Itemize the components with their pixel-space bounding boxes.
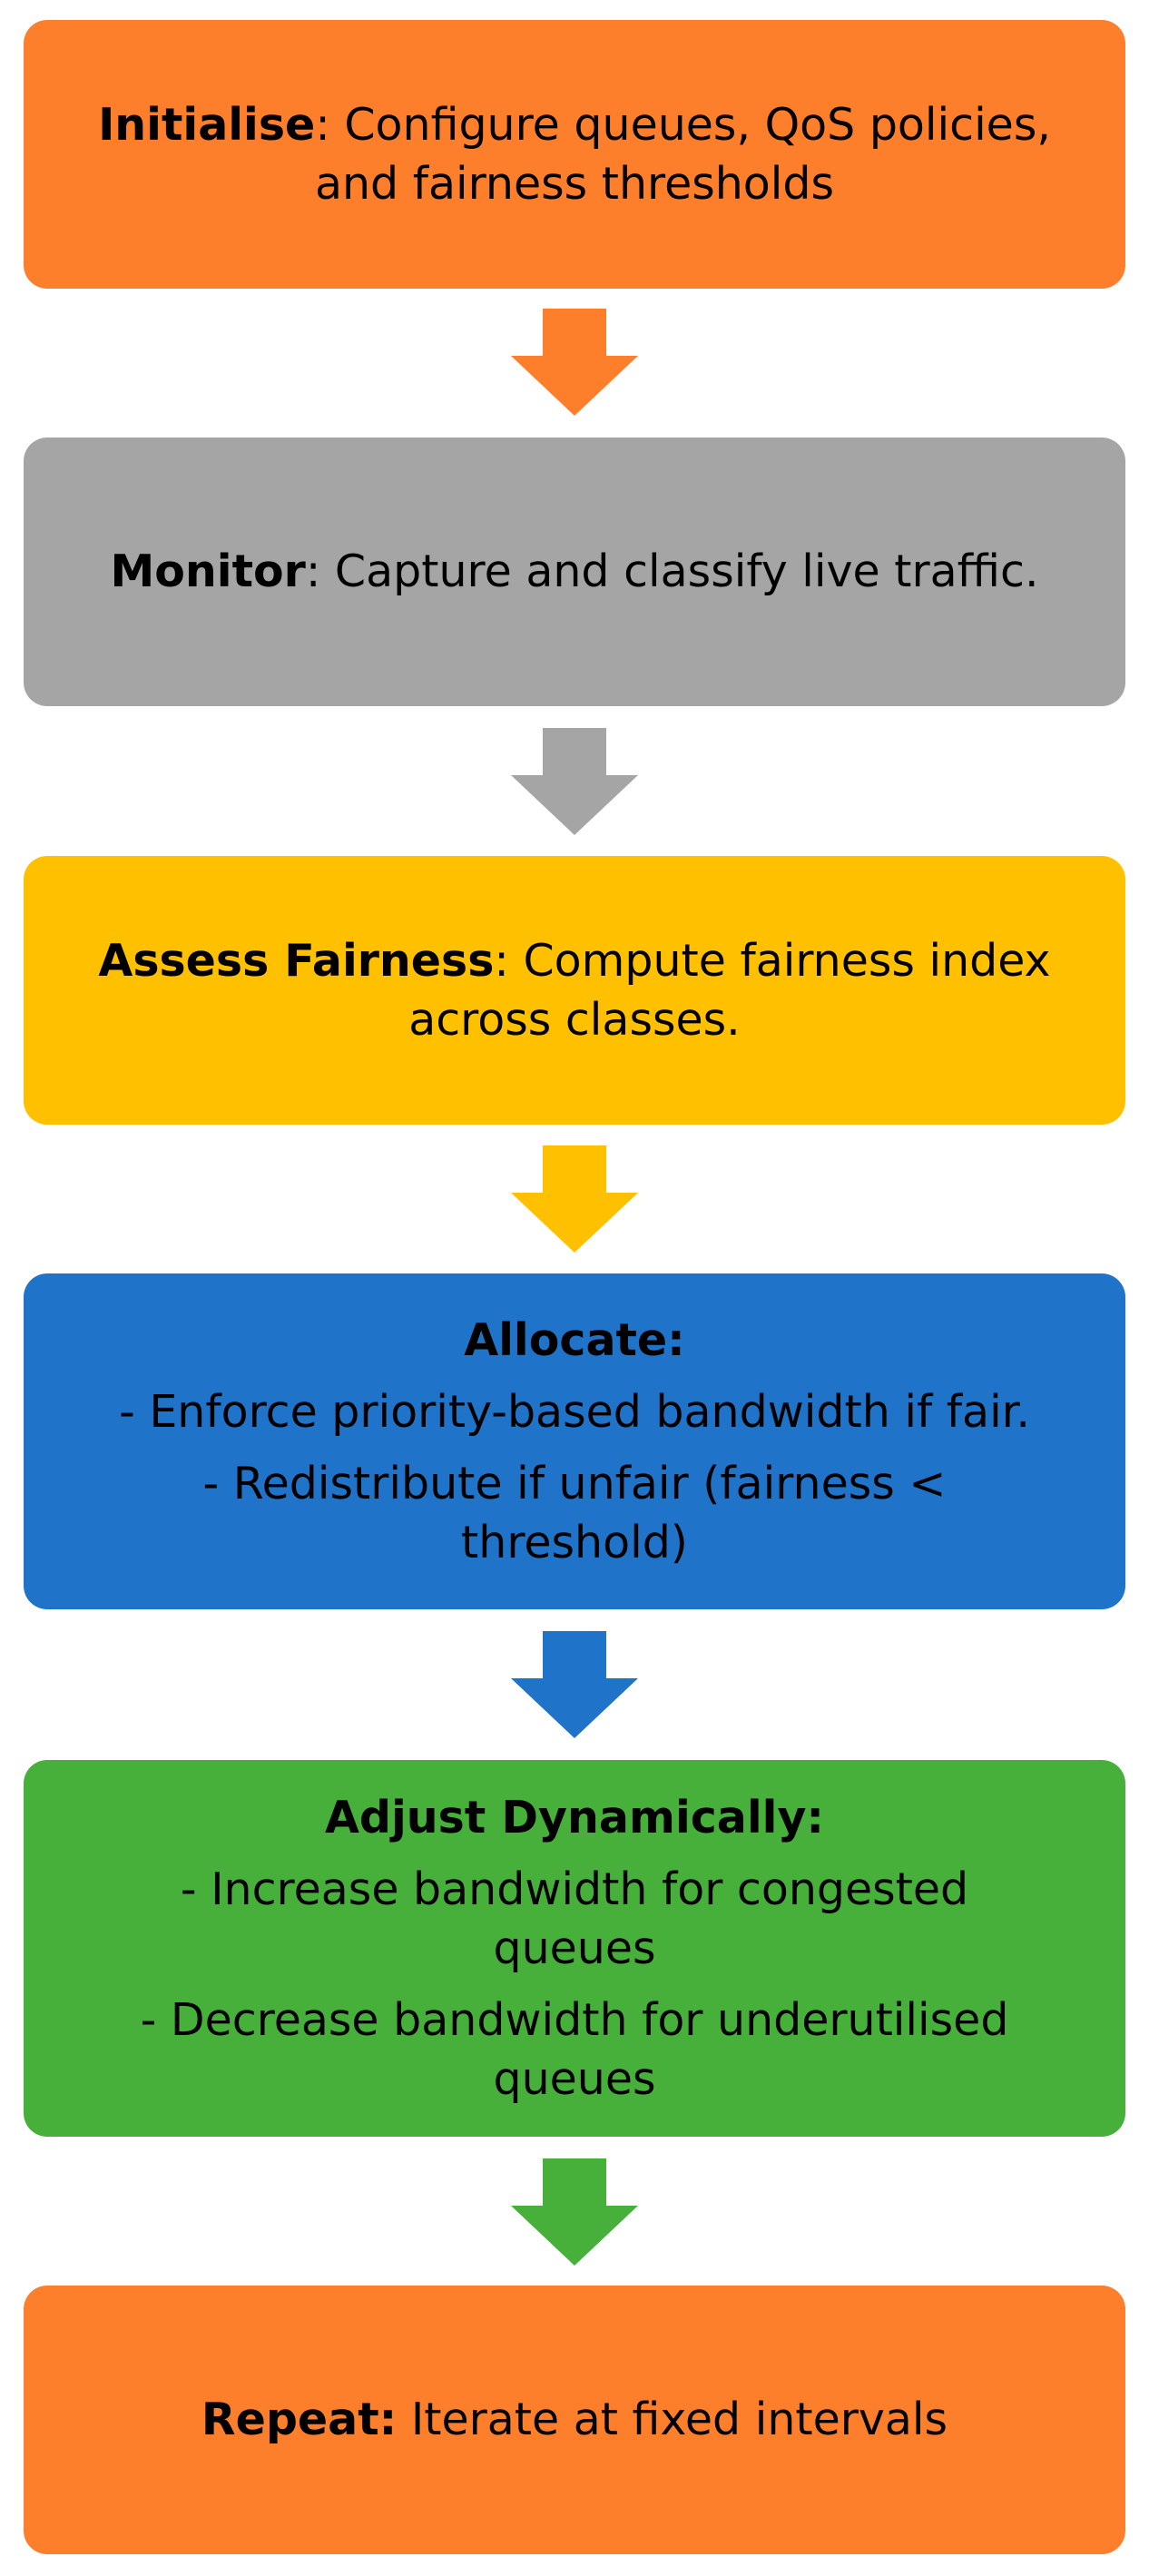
step-assess-fairness: Assess Fairness: Compute fairness index … bbox=[24, 856, 1125, 1125]
step-adjust-dynamically: Adjust Dynamically: - Increase bandwidth… bbox=[24, 1760, 1125, 2137]
step-adjust-dynamically-title: Adjust Dynamically: bbox=[325, 1791, 824, 1844]
step-allocate: Allocate: - Enforce priority-based bandw… bbox=[24, 1273, 1125, 1609]
step-allocate-bullet-2: - Redistribute if unfair (fairness < thr… bbox=[202, 1458, 947, 1569]
step-assess-fairness-title: Assess Fairness bbox=[98, 934, 495, 987]
step-assess-fairness-separator: : bbox=[494, 934, 509, 987]
step-initialise-title: Initialise bbox=[98, 98, 316, 151]
down-arrow-icon bbox=[511, 2158, 638, 2266]
step-monitor-text: Monitor: Capture and classify live traff… bbox=[110, 542, 1038, 601]
step-repeat-title: Repeat: bbox=[201, 2394, 398, 2446]
step-allocate-title: Allocate: bbox=[464, 1313, 685, 1366]
step-monitor-description: Capture and classify live traffic. bbox=[320, 546, 1039, 598]
step-initialise-description: Configure queues, QoS policies, and fair… bbox=[314, 98, 1051, 210]
step-repeat-text: Repeat: Iterate at fixed intervals bbox=[201, 2390, 948, 2449]
down-arrow-icon bbox=[511, 1631, 638, 1738]
step-allocate-bullet-1: - Enforce priority-based bandwidth if fa… bbox=[119, 1385, 1030, 1438]
step-initialise: Initialise: Configure queues, QoS polici… bbox=[24, 20, 1125, 289]
step-repeat-description: Iterate at fixed intervals bbox=[397, 2394, 948, 2446]
step-monitor: Monitor: Capture and classify live traff… bbox=[24, 438, 1125, 706]
step-initialise-text: Initialise: Configure queues, QoS polici… bbox=[93, 95, 1056, 213]
down-arrow-icon bbox=[511, 1145, 638, 1253]
down-arrow-icon bbox=[511, 309, 638, 416]
step-adjust-dynamically-bullet-2: - Decrease bandwidth for underutilised q… bbox=[140, 1994, 1009, 2106]
step-adjust-dynamically-bullet-1: - Increase bandwidth for congested queue… bbox=[180, 1863, 969, 1974]
step-monitor-title: Monitor bbox=[110, 546, 306, 598]
step-assess-fairness-text: Assess Fairness: Compute fairness index … bbox=[93, 931, 1056, 1049]
step-initialise-separator: : bbox=[315, 98, 330, 151]
step-assess-fairness-description: Compute fairness index across classes. bbox=[408, 934, 1051, 1046]
step-monitor-separator: : bbox=[305, 546, 321, 598]
down-arrow-icon bbox=[511, 728, 638, 835]
step-repeat: Repeat: Iterate at fixed intervals bbox=[24, 2286, 1125, 2554]
